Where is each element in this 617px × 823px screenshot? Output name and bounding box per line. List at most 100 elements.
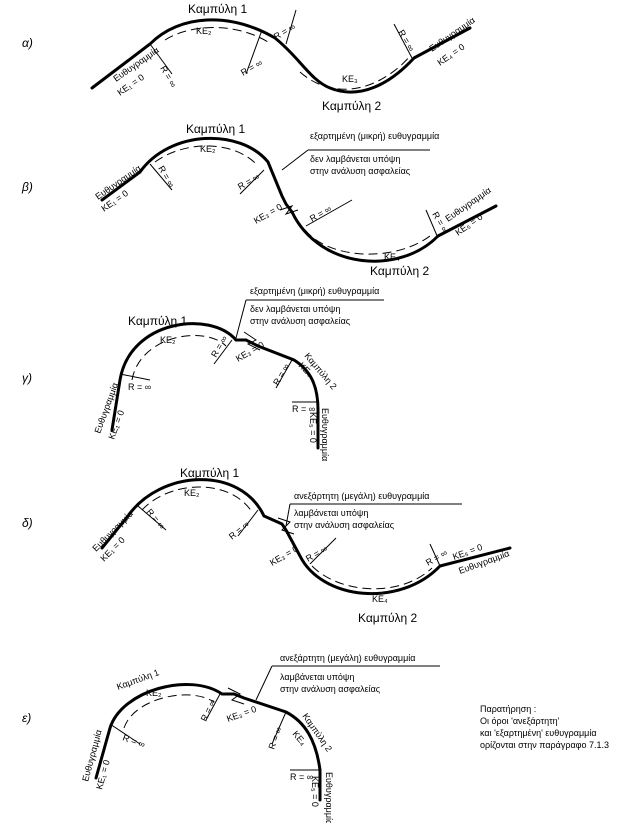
ke2-label-a: KE₂ [196,26,212,36]
tick-e2 [205,693,221,721]
note-box: Παρατήρηση : Οι όροι 'ανεξάρτητη' και 'ε… [480,703,610,751]
ke4-label-d: KE₄ [372,594,388,604]
callout-leader-e [255,665,273,701]
rinf-label-e4: R = ∞ [290,772,313,782]
callout-considered2-d: στην ανάλυση ασφαλείας [294,520,395,530]
ke3-label-e: KE₃ = 0 [225,704,257,724]
ke3-label-b: KE₃ = 0 [252,202,284,226]
callout-independent-e: ανεξάρτητη (μεγάλη) ευθυγραμμία [280,653,415,663]
ke2-label-d: KE₂ [184,488,200,498]
diagram-d: δ) Καμπύλη 1 Καμπύλη 2 KE₂ KE₄ ανεξάρτητ… [22,466,512,625]
rinf-label-a3: R = ∞ [272,21,297,41]
ke2-label-e: KE₂ [146,688,162,698]
callout-notconsidered1-b: δεν λαμβάνεται υπόψη [310,154,400,164]
note-title: Παρατήρηση : [480,704,537,714]
tick-e1 [109,723,141,745]
ke4-label-b: KE₄ [384,252,400,262]
road-path-d [100,478,512,596]
note-line-3: ορίζονται στην παράγραφο 7.1.3 [480,740,610,750]
curve1-label-c: Καμπύλη 1 [128,314,188,328]
tick-b4 [425,209,439,239]
rinf-label-b1: R = ∞ [156,164,176,189]
road-path-c [110,322,320,450]
ke5-label-e: KE₅ = 0 [310,776,320,807]
tick-d4 [429,543,441,567]
tick-b2 [239,169,265,195]
tick-b1 [149,163,173,191]
curve2-label-b: Καμπύλη 2 [370,264,430,278]
callout-considered2-e: στην ανάλυση ασφαλείας [280,684,381,694]
rinf-label-e2: R = ∞ [199,698,218,723]
rinf-label-e1: R = ∞ [121,732,146,749]
row-label-d: δ) [22,516,33,530]
inner-edge-e [123,694,215,729]
rinf-label-a4: R = ∞ [396,28,416,53]
rinf-label-a1: R = ∞ [158,64,178,89]
break-b [279,205,299,215]
callout-notconsidered1-c: δεν λαμβάνεται υπόψη [250,304,340,314]
rinf-label-d3: R = ∞ [304,543,329,563]
callout-considered1-d: λαμβάνεται υπόψη [294,508,368,518]
inner-edge-b2 [304,229,431,255]
note-line-2: και 'εξαρτημένη' ευθυγραμμία [480,728,597,738]
callout-notconsidered2-c: στην ανάλυση ασφαλείας [250,316,351,326]
curve2-label-e: Καμπύλη 2 [300,711,334,753]
inner-edge-d2 [311,565,433,590]
tick-a2 [245,29,263,75]
callout-leader-c [235,299,247,339]
ke2-label-c: KE₂ [160,335,176,345]
straight-label-e2: Ευθυγραμμία [324,772,334,823]
tick-c3 [275,359,293,389]
diagram-a: α) Καμπύλη 1 Καμπύλη 2 KE₂ KE₃ Ευθυγραμμ… [22,2,477,113]
rinf-label-b3: R = ∞ [308,203,333,223]
rinf-label-c3: R = ∞ [271,362,291,387]
ke2-label-b: KE₂ [200,144,216,154]
callout-leader-d [285,503,291,527]
inner-edge-d [141,486,253,513]
curve1-label-b: Καμπύλη 1 [186,122,246,136]
callout-dependent-c: εξαρτημένη (μικρή) ευθυγραμμία [250,286,379,296]
callout-dependent-b: εξαρτημένη (μικρή) ευθυγραμμία [310,131,439,141]
ke1-label-e: KE₁ = 0 [94,759,112,791]
diagram-e: ε) Καμπύλη 1 KE₂ ανεξάρτητη (μεγάλη) ευθ… [22,653,440,823]
straight-label-b2: Ευθυγραμμία [443,185,492,224]
rinf-label-d2: R = ∞ [227,519,251,542]
diagram-b: β) Καμπύλη 1 Καμπύλη 2 KE₂ KE₄ εξαρτημέν… [21,122,498,278]
ke5-label-c: KE₅ = 0 [308,412,318,443]
curve1-label-a: Καμπύλη 1 [188,2,248,16]
callout-independent-d: ανεξάρτητη (μεγάλη) ευθυγραμμία [294,491,429,501]
break-e [227,687,245,705]
tick-d1 [137,505,167,531]
rinf-label-d1: R = ∞ [144,507,167,531]
tick-b3 [305,199,353,227]
straight-label-c2: Ευθυγραμμία [320,408,330,461]
tick-d3 [309,537,337,565]
tick-a3 [285,9,297,45]
callout-considered1-e: λαμβάνεται υπόψη [280,672,354,682]
callout-leader-b [281,149,309,171]
tick-c1 [119,373,151,381]
break-c [243,331,261,351]
diagram-c: γ) Καμπύλη 1 KE₂ εξαρτημένη (μικρή) ευθυ… [22,286,384,461]
tick-e3 [271,711,287,745]
road-path-e [94,682,322,802]
row-label-b: β) [21,180,33,194]
tick-a4 [393,23,413,59]
tick-d2 [237,509,259,537]
tick-c2 [213,339,233,365]
road-path-a [90,18,472,94]
inner-edge-a [164,27,269,43]
rinf-label-c4: R = ∞ [292,404,315,414]
callout-notconsidered2-b: στην ανάλυση ασφαλείας [310,166,411,176]
row-label-e: ε) [22,711,31,725]
curve2-label-a: Καμπύλη 2 [322,99,382,113]
rinf-label-c1: R = ∞ [128,382,151,392]
ke3-label-d: KE₃ = 0 [268,544,300,568]
row-label-a: α) [22,36,33,50]
road-path-b [100,136,498,263]
note-line-1: Οι όροι 'ανεξάρτητη' [480,716,560,726]
rinf-label-b2: R = ∞ [236,171,261,191]
row-label-c: γ) [22,371,32,385]
inner-edge-b [154,145,259,167]
